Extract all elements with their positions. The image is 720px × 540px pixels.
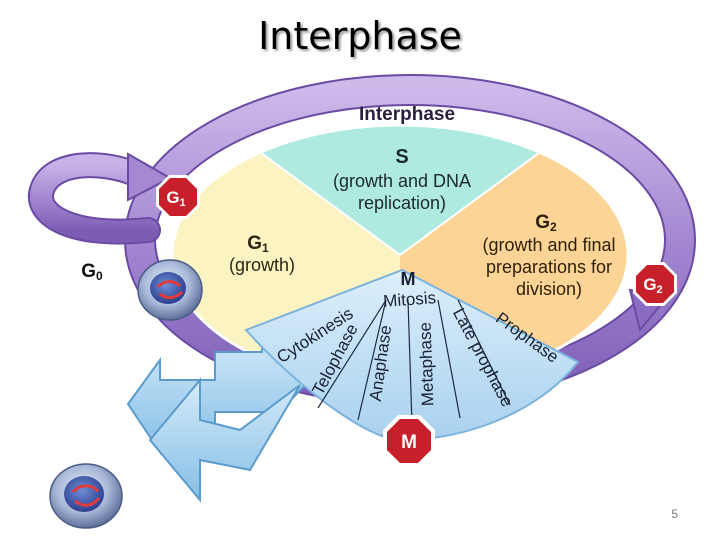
g0-loop-arrow xyxy=(27,152,173,245)
svg-text:G1: G1 xyxy=(166,188,185,209)
g1-phase-desc: (growth) xyxy=(229,255,295,275)
g1-phase-letter: G xyxy=(247,233,262,254)
checkpoint-g1-letter: G xyxy=(166,188,179,207)
cell-image-top xyxy=(137,259,203,321)
g2-phase-line1: (growth and final xyxy=(482,235,615,255)
g2-phase-line3: division) xyxy=(516,279,582,299)
interphase-ring-label: Interphase xyxy=(359,104,455,125)
mitosis-arrow xyxy=(126,327,312,503)
g1-phase-label: G1 (growth) xyxy=(229,233,295,275)
checkpoint-m-icon: M xyxy=(383,415,435,467)
slide-title: Interphase xyxy=(258,14,462,58)
m-phase-letter: M xyxy=(401,269,416,289)
g0-label: G0 xyxy=(81,261,103,283)
g2-phase-letter: G xyxy=(535,212,550,233)
mitosis-label: Mitosis xyxy=(383,288,437,311)
slide-number: 5 xyxy=(671,507,678,521)
checkpoint-g2-icon: G2 xyxy=(633,262,677,306)
s-phase-label: S (growth and DNA replication) xyxy=(333,146,471,213)
g2-phase-sub: 2 xyxy=(550,220,557,234)
s-phase-line2: replication) xyxy=(358,193,446,213)
checkpoint-m-letter: M xyxy=(401,432,417,453)
s-phase-sector xyxy=(172,125,628,255)
cell-image-bottom xyxy=(49,463,123,529)
g0-sub: 0 xyxy=(96,269,103,283)
s-phase-line1: (growth and DNA xyxy=(333,171,471,191)
svg-text:G2: G2 xyxy=(535,212,557,234)
checkpoint-g1-sub: 1 xyxy=(180,197,186,209)
svg-text:G2: G2 xyxy=(643,275,662,296)
checkpoint-g1-icon: G1 xyxy=(156,175,200,219)
g1-phase-sub: 1 xyxy=(262,241,269,255)
svg-text:G1: G1 xyxy=(247,233,269,255)
g2-phase-line2: preparations for xyxy=(486,257,612,277)
g0-letter: G xyxy=(81,261,96,282)
stage-metaphase: Metaphase xyxy=(416,322,438,407)
checkpoint-g2-sub: 2 xyxy=(657,284,663,296)
g2-phase-label: G2 (growth and final preparations for di… xyxy=(482,212,615,299)
checkpoint-g2-letter: G xyxy=(643,275,656,294)
s-phase-letter: S xyxy=(395,146,408,168)
mitosis-fan xyxy=(244,268,580,442)
